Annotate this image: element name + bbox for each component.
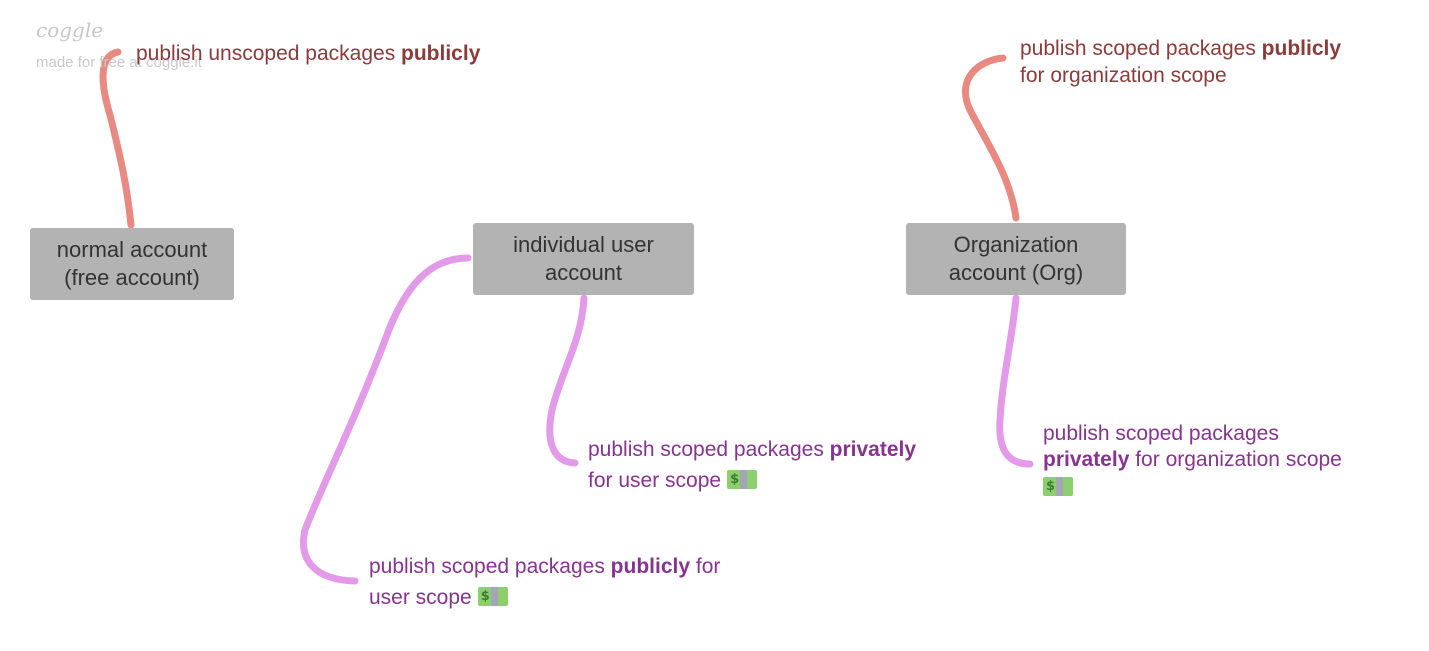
leaf-unscoped-public[interactable]: publish unscoped packages publicly: [136, 40, 636, 67]
leaf-user-private-bold: privately: [829, 438, 917, 461]
leaf-org-public-text-2: for organization scope: [1020, 64, 1227, 87]
node-individual-line1: individual user: [513, 232, 654, 257]
branch-individual-to-public: [300, 254, 472, 585]
leaf-user-public-bold: publicly: [610, 555, 691, 578]
node-organization-account[interactable]: Organization account (Org): [906, 223, 1126, 295]
leaf-unscoped-public-bold: publicly: [401, 42, 481, 65]
leaf-org-private-text: publish scoped packages: [1043, 422, 1279, 445]
leaf-user-private-text: publish scoped packages: [588, 438, 830, 461]
node-normal-account[interactable]: normal account (free account): [30, 228, 234, 300]
node-normal-line2: (free account): [64, 265, 200, 290]
branch-individual-to-private: [546, 294, 588, 467]
leaf-user-private[interactable]: publish scoped packages privately for us…: [588, 434, 988, 496]
node-individual-account[interactable]: individual user account: [473, 223, 694, 295]
node-individual-line2: account: [544, 260, 623, 285]
leaf-org-private[interactable]: publish scoped packages privately for or…: [1043, 421, 1423, 501]
money-icon: $: [1043, 477, 1073, 496]
leaf-org-public-text: publish scoped packages: [1020, 37, 1262, 60]
coggle-tagline: made for free at coggle.it: [36, 54, 202, 71]
leaf-user-public-text-mid: for: [690, 555, 721, 578]
leaf-org-private-bold: privately: [1043, 448, 1130, 471]
leaf-user-public-text: publish scoped packages: [369, 555, 611, 578]
leaf-user-private-text-2: for user scope: [588, 469, 722, 492]
money-icon: $: [727, 470, 758, 489]
money-icon: $: [477, 587, 508, 606]
leaf-org-private-text-2: for organization scope: [1129, 448, 1342, 471]
coggle-logo: coggle: [36, 18, 104, 42]
branch-org-to-public: [961, 54, 1020, 222]
leaf-org-public-bold: publicly: [1261, 37, 1342, 60]
node-org-line1: Organization: [953, 232, 1079, 257]
branch-normal-to-unscoped-public: [99, 48, 135, 229]
node-normal-line1: normal account: [56, 237, 208, 262]
leaf-org-public[interactable]: publish scoped packages publicly for org…: [1020, 35, 1420, 89]
leaf-user-public-text-2: user scope: [369, 586, 472, 609]
branch-org-to-private: [996, 294, 1034, 468]
node-org-line2: account (Org): [948, 260, 1084, 285]
leaf-user-public[interactable]: publish scoped packages publicly for use…: [369, 551, 789, 613]
leaf-unscoped-public-text: publish unscoped packages: [136, 42, 402, 65]
